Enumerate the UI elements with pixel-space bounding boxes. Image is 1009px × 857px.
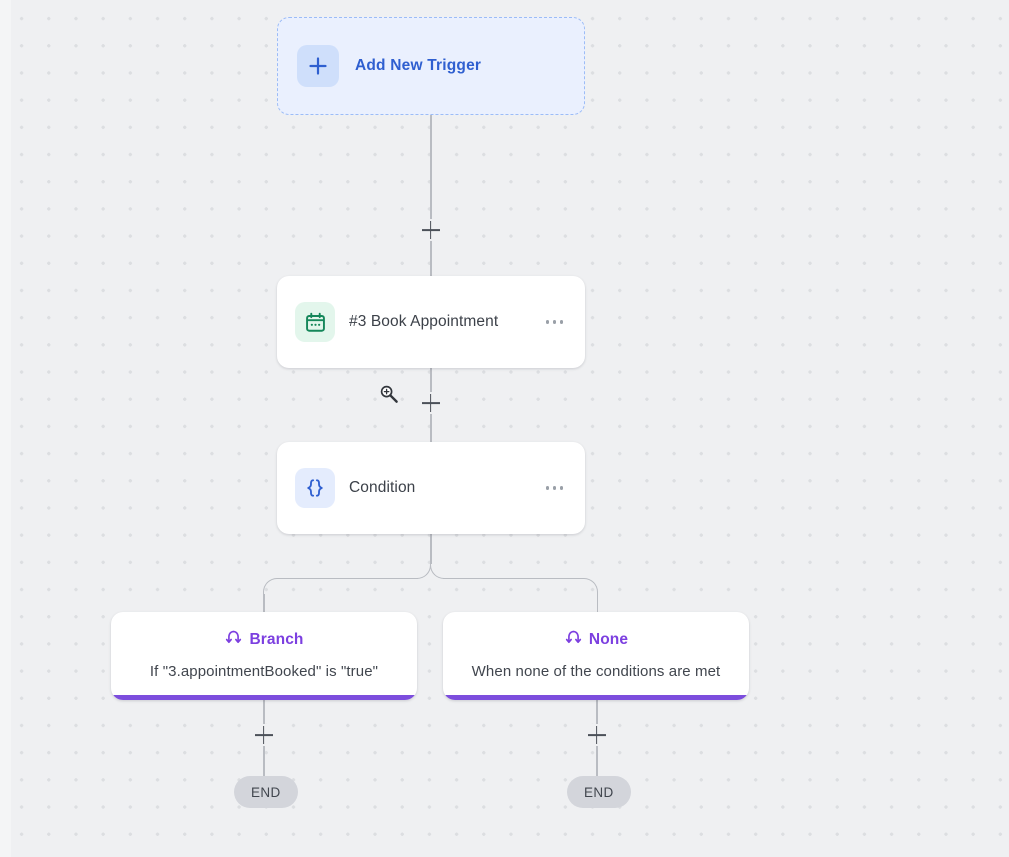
calendar-icon xyxy=(295,302,335,342)
connector-left-drop-elbow xyxy=(263,577,278,596)
canvas-left-edge xyxy=(0,0,11,857)
add-new-trigger-label: Add New Trigger xyxy=(355,57,482,74)
branch-card-branch[interactable]: Branch If "3.appointmentBooked" is "true… xyxy=(111,612,417,700)
connector-trigger-to-node1-lower xyxy=(430,241,432,276)
add-new-trigger-node[interactable]: Add New Trigger xyxy=(277,17,585,115)
curly-braces-icon xyxy=(295,468,335,508)
add-step-button-4[interactable] xyxy=(586,724,608,746)
connector-branch-to-end-lower xyxy=(263,746,265,776)
connector-node1-to-node2-upper xyxy=(430,368,432,392)
ellipsis-icon[interactable] xyxy=(544,314,565,329)
connector-none-to-end-lower xyxy=(596,746,598,776)
node-condition[interactable]: Condition xyxy=(277,442,585,534)
node-title: Condition xyxy=(349,479,416,496)
connector-none-to-end-upper xyxy=(596,700,598,724)
branch-split-icon xyxy=(224,628,243,652)
connector-split-right-curve xyxy=(430,563,444,579)
node-book-appointment[interactable]: #3 Book Appointment xyxy=(277,276,585,368)
ellipsis-icon[interactable] xyxy=(544,480,565,495)
connector-split-bar-left xyxy=(277,577,418,579)
branch-label: Branch xyxy=(249,631,304,648)
end-node-right[interactable]: END xyxy=(567,776,631,808)
branch-card-none[interactable]: None When none of the conditions are met xyxy=(443,612,749,700)
branch-accent-bar xyxy=(443,695,749,700)
magnifier-zoom-cursor xyxy=(379,384,399,404)
end-node-left[interactable]: END xyxy=(234,776,298,808)
branch-label: None xyxy=(588,631,629,648)
connector-right-drop xyxy=(596,594,598,612)
connector-condition-stem xyxy=(430,533,432,564)
connector-trigger-to-node1 xyxy=(430,115,432,231)
connector-split-bar-right xyxy=(443,577,584,579)
branch-split-icon xyxy=(564,628,583,652)
connector-node1-to-node2-lower xyxy=(430,414,432,442)
connector-split-left-curve xyxy=(417,563,431,579)
connector-branch-to-end-upper xyxy=(263,700,265,724)
add-step-button-3[interactable] xyxy=(253,724,275,746)
branch-description: If "3.appointmentBooked" is "true" xyxy=(149,663,379,680)
branch-description: When none of the conditions are met xyxy=(471,663,721,680)
add-step-button-2[interactable] xyxy=(420,392,442,414)
branch-accent-bar xyxy=(111,695,417,700)
connector-left-drop xyxy=(263,594,265,612)
add-step-button-1[interactable] xyxy=(420,219,442,241)
node-title: #3 Book Appointment xyxy=(349,313,499,330)
connector-right-drop-elbow xyxy=(583,577,598,596)
plus-icon xyxy=(297,45,339,87)
